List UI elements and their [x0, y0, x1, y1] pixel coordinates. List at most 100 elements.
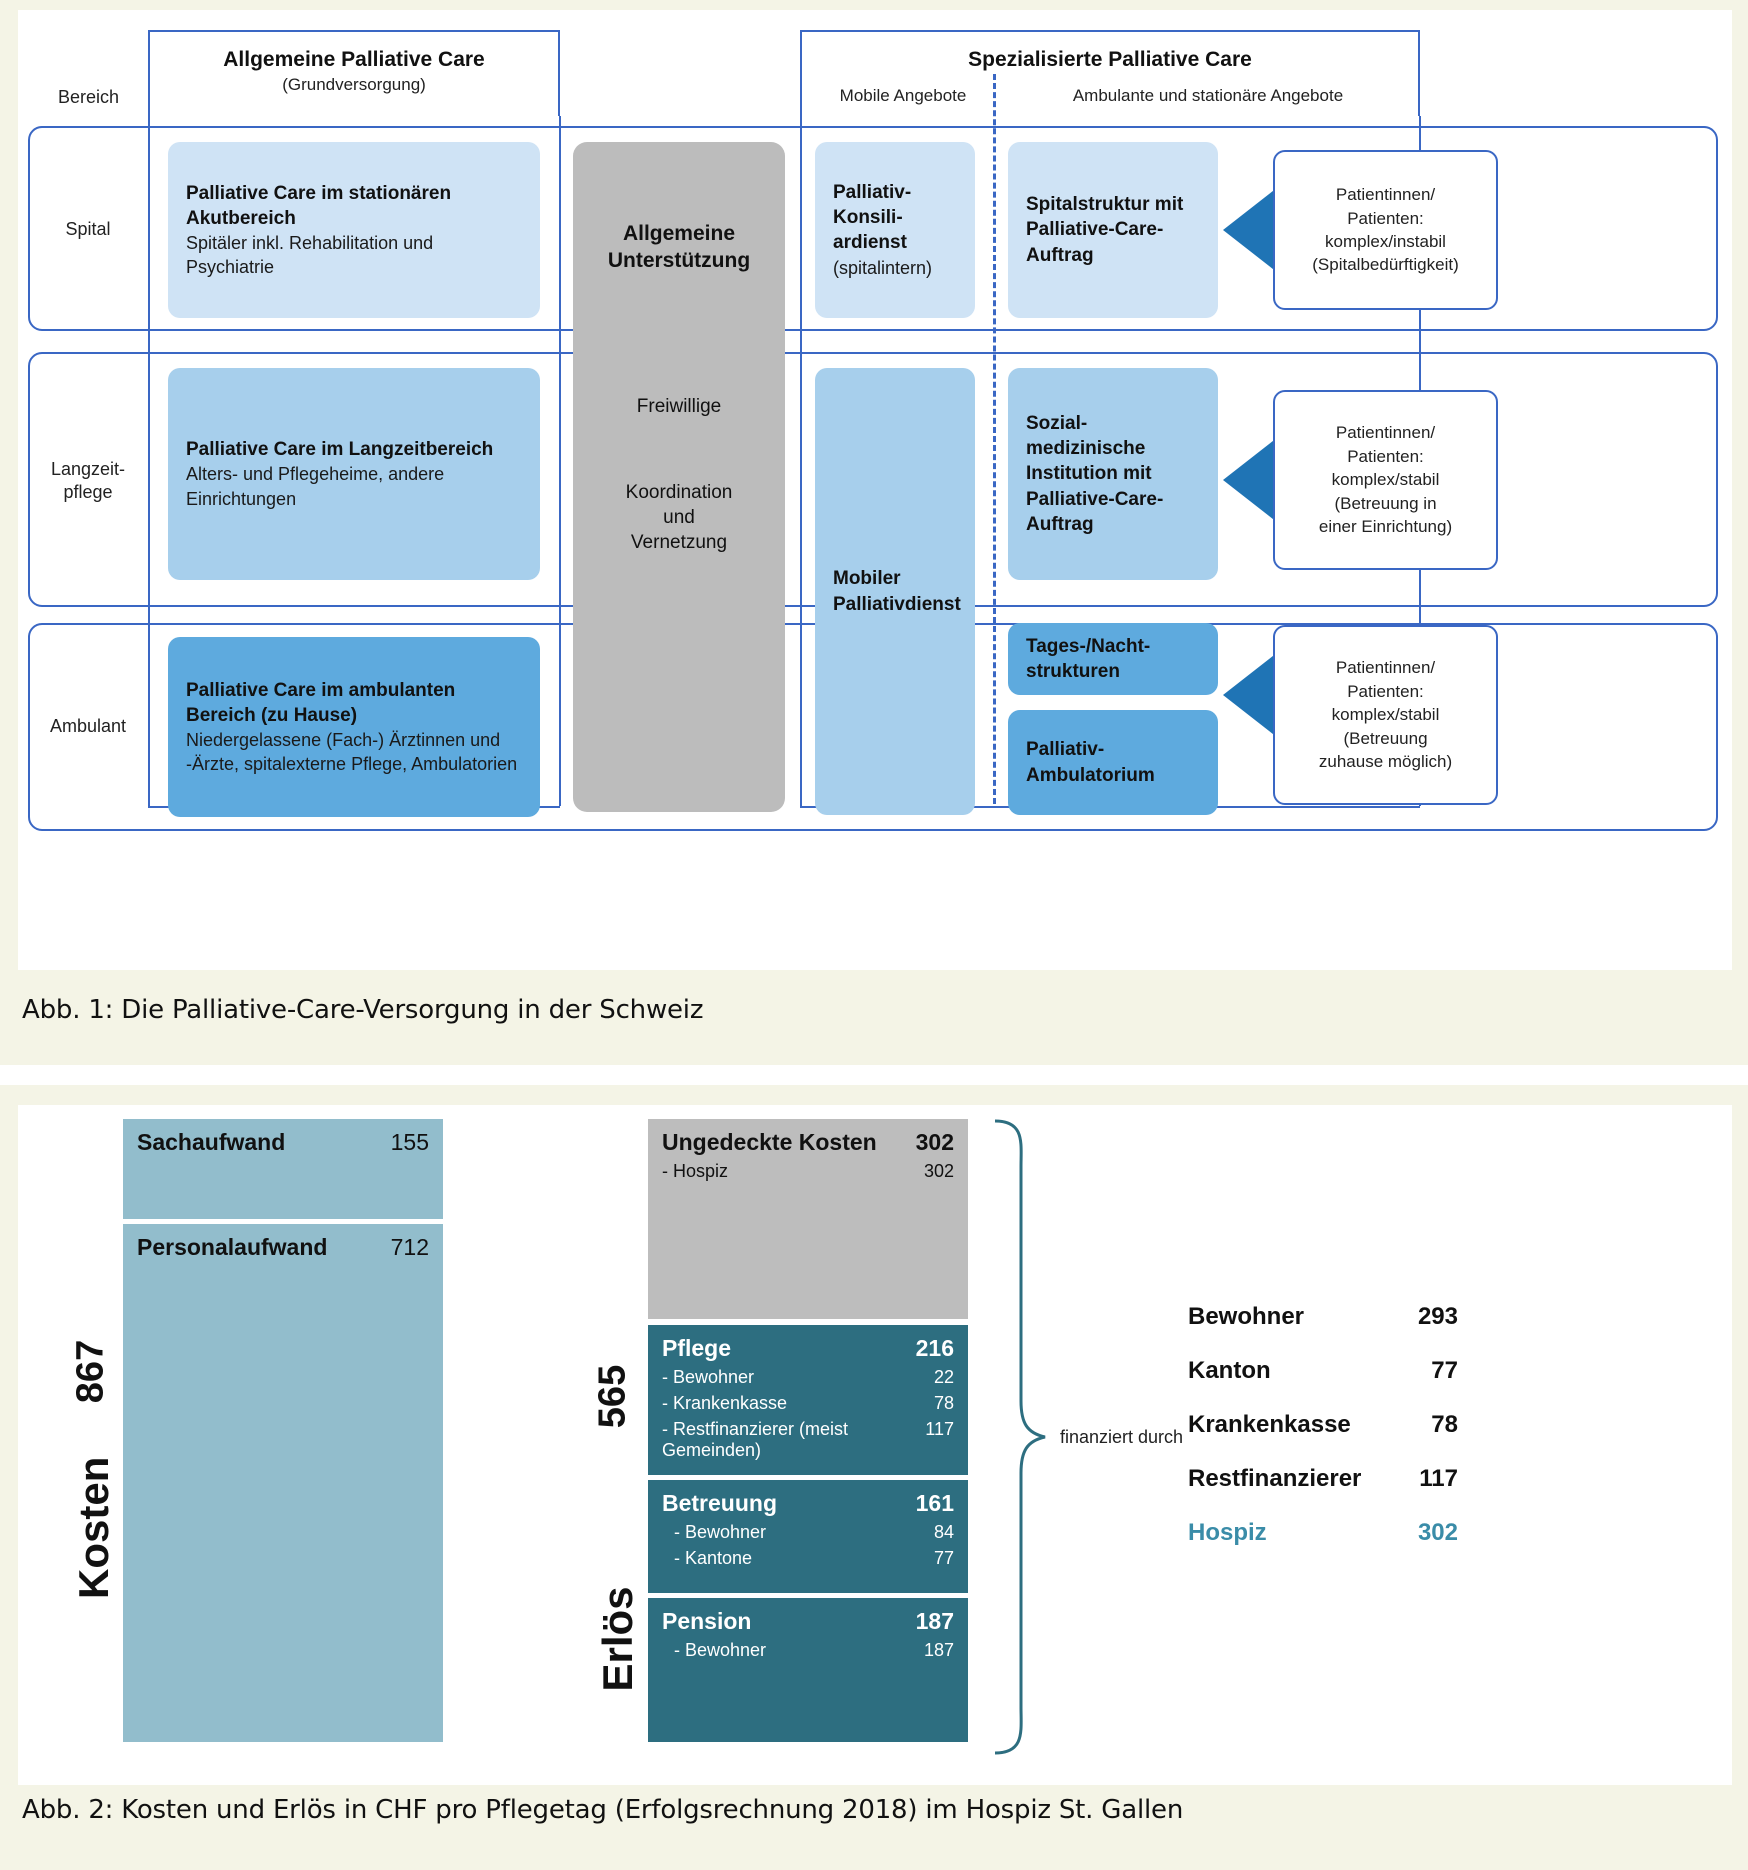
bar-segment-betreuung: Betreuung 161 - Bewohner 84 - Kantone 77	[648, 1480, 968, 1593]
item-name: - Krankenkasse	[662, 1393, 788, 1413]
card-tages-nacht-strukturen: Tages-/Nacht-strukturen	[1008, 623, 1218, 695]
segment-item: - Bewohner 22	[662, 1367, 954, 1388]
card-spitalstruktur: Spitalstruktur mit Palliative-Care-Auftr…	[1008, 142, 1218, 318]
segment-name: Betreuung	[662, 1490, 777, 1516]
segment-name: Personalaufwand	[137, 1234, 328, 1260]
mobile-stationary-dashed-divider	[993, 74, 996, 804]
general-left-divider	[148, 116, 150, 806]
summary-value: 117	[1419, 1465, 1458, 1492]
card-title: Palliative Care im stationären Akutberei…	[186, 182, 452, 229]
figure-1-caption: Abb. 1: Die Palliative-Care-Versorgung i…	[22, 995, 704, 1025]
card-sozialmedizinische-institution: Sozial-medizinische Institution mit Pall…	[1008, 368, 1218, 580]
support-line-und: und	[663, 506, 695, 528]
summary-label: Restfinanzierer	[1188, 1465, 1362, 1492]
card-title: Sozial-medizinische Institution mit Pall…	[1026, 413, 1164, 535]
summary-value: 77	[1431, 1357, 1458, 1384]
item-name: - Bewohner	[662, 1367, 755, 1387]
support-line-vernetzung: Vernetzung	[630, 531, 728, 553]
item-name: - Hospiz	[662, 1161, 729, 1181]
segment-item: - Restfinanzierer (meist Gemeinden) 117	[662, 1419, 954, 1461]
area-column-label: Bereich	[58, 87, 120, 107]
figure-1-diagram: Allgemeine Palliative Care (Grundversorg…	[18, 20, 1732, 970]
segment-item: - Kantone 77	[662, 1548, 954, 1569]
summary-value: 293	[1417, 1303, 1458, 1330]
bar-segment-pension: Pension 187 - Bewohner 187	[648, 1598, 968, 1742]
general-right-divider	[559, 116, 561, 806]
item-value: 22	[933, 1367, 954, 1387]
specialised-care-title: Spezialisierte Palliative Care	[968, 48, 1252, 71]
segment-name: Pflege	[662, 1335, 732, 1361]
card-palliative-care-ambulant: Palliative Care im ambulanten Bereich (z…	[168, 637, 540, 817]
bar-segment-ungedeckte-kosten: Ungedeckte Kosten 302 - Hospiz 302	[648, 1119, 968, 1319]
row-frame-spital	[28, 126, 1718, 331]
segment-value: 216	[915, 1335, 954, 1361]
row-label-langzeitpflege: Langzeit-pflege	[50, 459, 126, 502]
card-title: Palliative Care im Langzeitbereich	[186, 439, 494, 461]
item-value: 187	[923, 1640, 954, 1660]
card-title: Tages-/Nacht-strukturen	[1026, 635, 1151, 682]
card-mobiler-palliativdienst: Mobiler Palliativdienst	[815, 368, 975, 815]
card-desc: Spitäler inkl. Rehabilitation und Psychi…	[186, 232, 434, 278]
summary-row-krankenkasse: Krankenkasse 78	[1188, 1411, 1458, 1439]
item-name: - Bewohner	[674, 1640, 767, 1660]
summary-label: Kanton	[1188, 1357, 1271, 1384]
patient-box-spital: Patientinnen/ Patienten: komplex/instabi…	[1273, 150, 1498, 310]
card-palliativ-ambulatorium: Palliativ-Ambulatorium	[1008, 710, 1218, 815]
general-care-header-frame	[148, 30, 560, 116]
card-title: Spitalstruktur mit Palliative-Care-Auftr…	[1026, 194, 1184, 266]
axis-label-erloes: Erlös	[594, 1586, 641, 1692]
patient-box-ambulant: Patientinnen/ Patienten: komplex/stabil …	[1273, 625, 1498, 805]
item-value: 117	[925, 1419, 954, 1439]
axis-label-kosten-total: 867	[69, 1339, 112, 1404]
patient-line: komplex/stabil	[1331, 705, 1440, 725]
card-palliative-care-langzeit: Palliative Care im Langzeitbereich Alter…	[168, 368, 540, 580]
axis-label-erloes-total: 565	[591, 1364, 634, 1429]
patient-line: Patienten:	[1347, 208, 1424, 228]
general-care-title: Allgemeine Palliative Care	[223, 48, 485, 71]
patient-box-langzeit: Patientinnen/ Patienten: komplex/stabil …	[1273, 390, 1498, 570]
axis-label-kosten: Kosten	[70, 1456, 117, 1599]
summary-row-hospiz: Hospiz 302	[1188, 1519, 1458, 1547]
segment-item: - Krankenkasse 78	[662, 1393, 954, 1414]
card-desc: (spitalintern)	[833, 257, 933, 278]
item-value: 302	[923, 1161, 954, 1181]
patient-line: Patienten:	[1347, 681, 1424, 701]
card-palliative-care-stationaer: Palliative Care im stationären Akutberei…	[168, 142, 540, 318]
item-value: 84	[933, 1522, 954, 1542]
row-label-spital: Spital	[65, 219, 111, 239]
row-label-ambulant: Ambulant	[49, 716, 127, 736]
segment-value: 712	[390, 1234, 429, 1260]
patient-line: (Spitalbedürftigkeit)	[1312, 255, 1459, 275]
card-title: Palliative Care im ambulanten Bereich (z…	[186, 679, 456, 726]
segment-value: 161	[915, 1490, 954, 1516]
summary-label: Krankenkasse	[1188, 1411, 1351, 1438]
summary-row-kanton: Kanton 77	[1188, 1357, 1458, 1385]
general-support-column: Allgemeine Unterstützung Freiwillige Koo…	[573, 142, 785, 812]
item-value: 77	[933, 1548, 954, 1568]
figure-2-chart: 867 Kosten Sachaufwand 155 Personalaufwa…	[18, 1105, 1732, 1765]
specialised-left-divider	[800, 116, 802, 806]
figure-2-caption: Abb. 2: Kosten und Erlös in CHF pro Pfle…	[22, 1795, 1184, 1825]
brace-label-finanziert-durch: finanziert durch	[1060, 1427, 1184, 1447]
figure-1-panel: Allgemeine Palliative Care (Grundversorg…	[0, 0, 1748, 1065]
item-name: - Kantone	[674, 1548, 753, 1568]
ambulatory-stationary-offers-label: Ambulante und stationäre Angebote	[1072, 86, 1344, 105]
segment-name: Sachaufwand	[137, 1129, 286, 1155]
segment-item: - Hospiz 302	[662, 1161, 954, 1182]
patient-line: zuhause möglich)	[1318, 752, 1453, 772]
summary-label: Bewohner	[1188, 1303, 1305, 1330]
card-title: Palliativ-Konsili-ardienst	[833, 182, 912, 254]
patient-line: (Betreuung	[1343, 728, 1428, 748]
card-palliativ-konsiliardienst: Palliativ-Konsili-ardienst (spitalintern…	[815, 142, 975, 318]
patient-line: Patientinnen/	[1335, 185, 1436, 205]
card-title: Mobiler Palliativdienst	[833, 568, 961, 615]
summary-row-bewohner: Bewohner 293	[1188, 1303, 1458, 1331]
segment-item: - Bewohner 187	[662, 1640, 954, 1661]
bar-segment-pflege: Pflege 216 - Bewohner 22 - Krankenkasse …	[648, 1325, 968, 1475]
curly-brace-icon	[994, 1119, 1046, 1755]
card-desc: Alters- und Pflegeheime, andere Einricht…	[186, 464, 445, 509]
item-name: - Restfinanzierer (meist Gemeinden)	[662, 1419, 849, 1460]
summary-row-restfinanzierer: Restfinanzierer 117	[1188, 1465, 1458, 1493]
specialised-care-header-frame	[800, 30, 1420, 116]
